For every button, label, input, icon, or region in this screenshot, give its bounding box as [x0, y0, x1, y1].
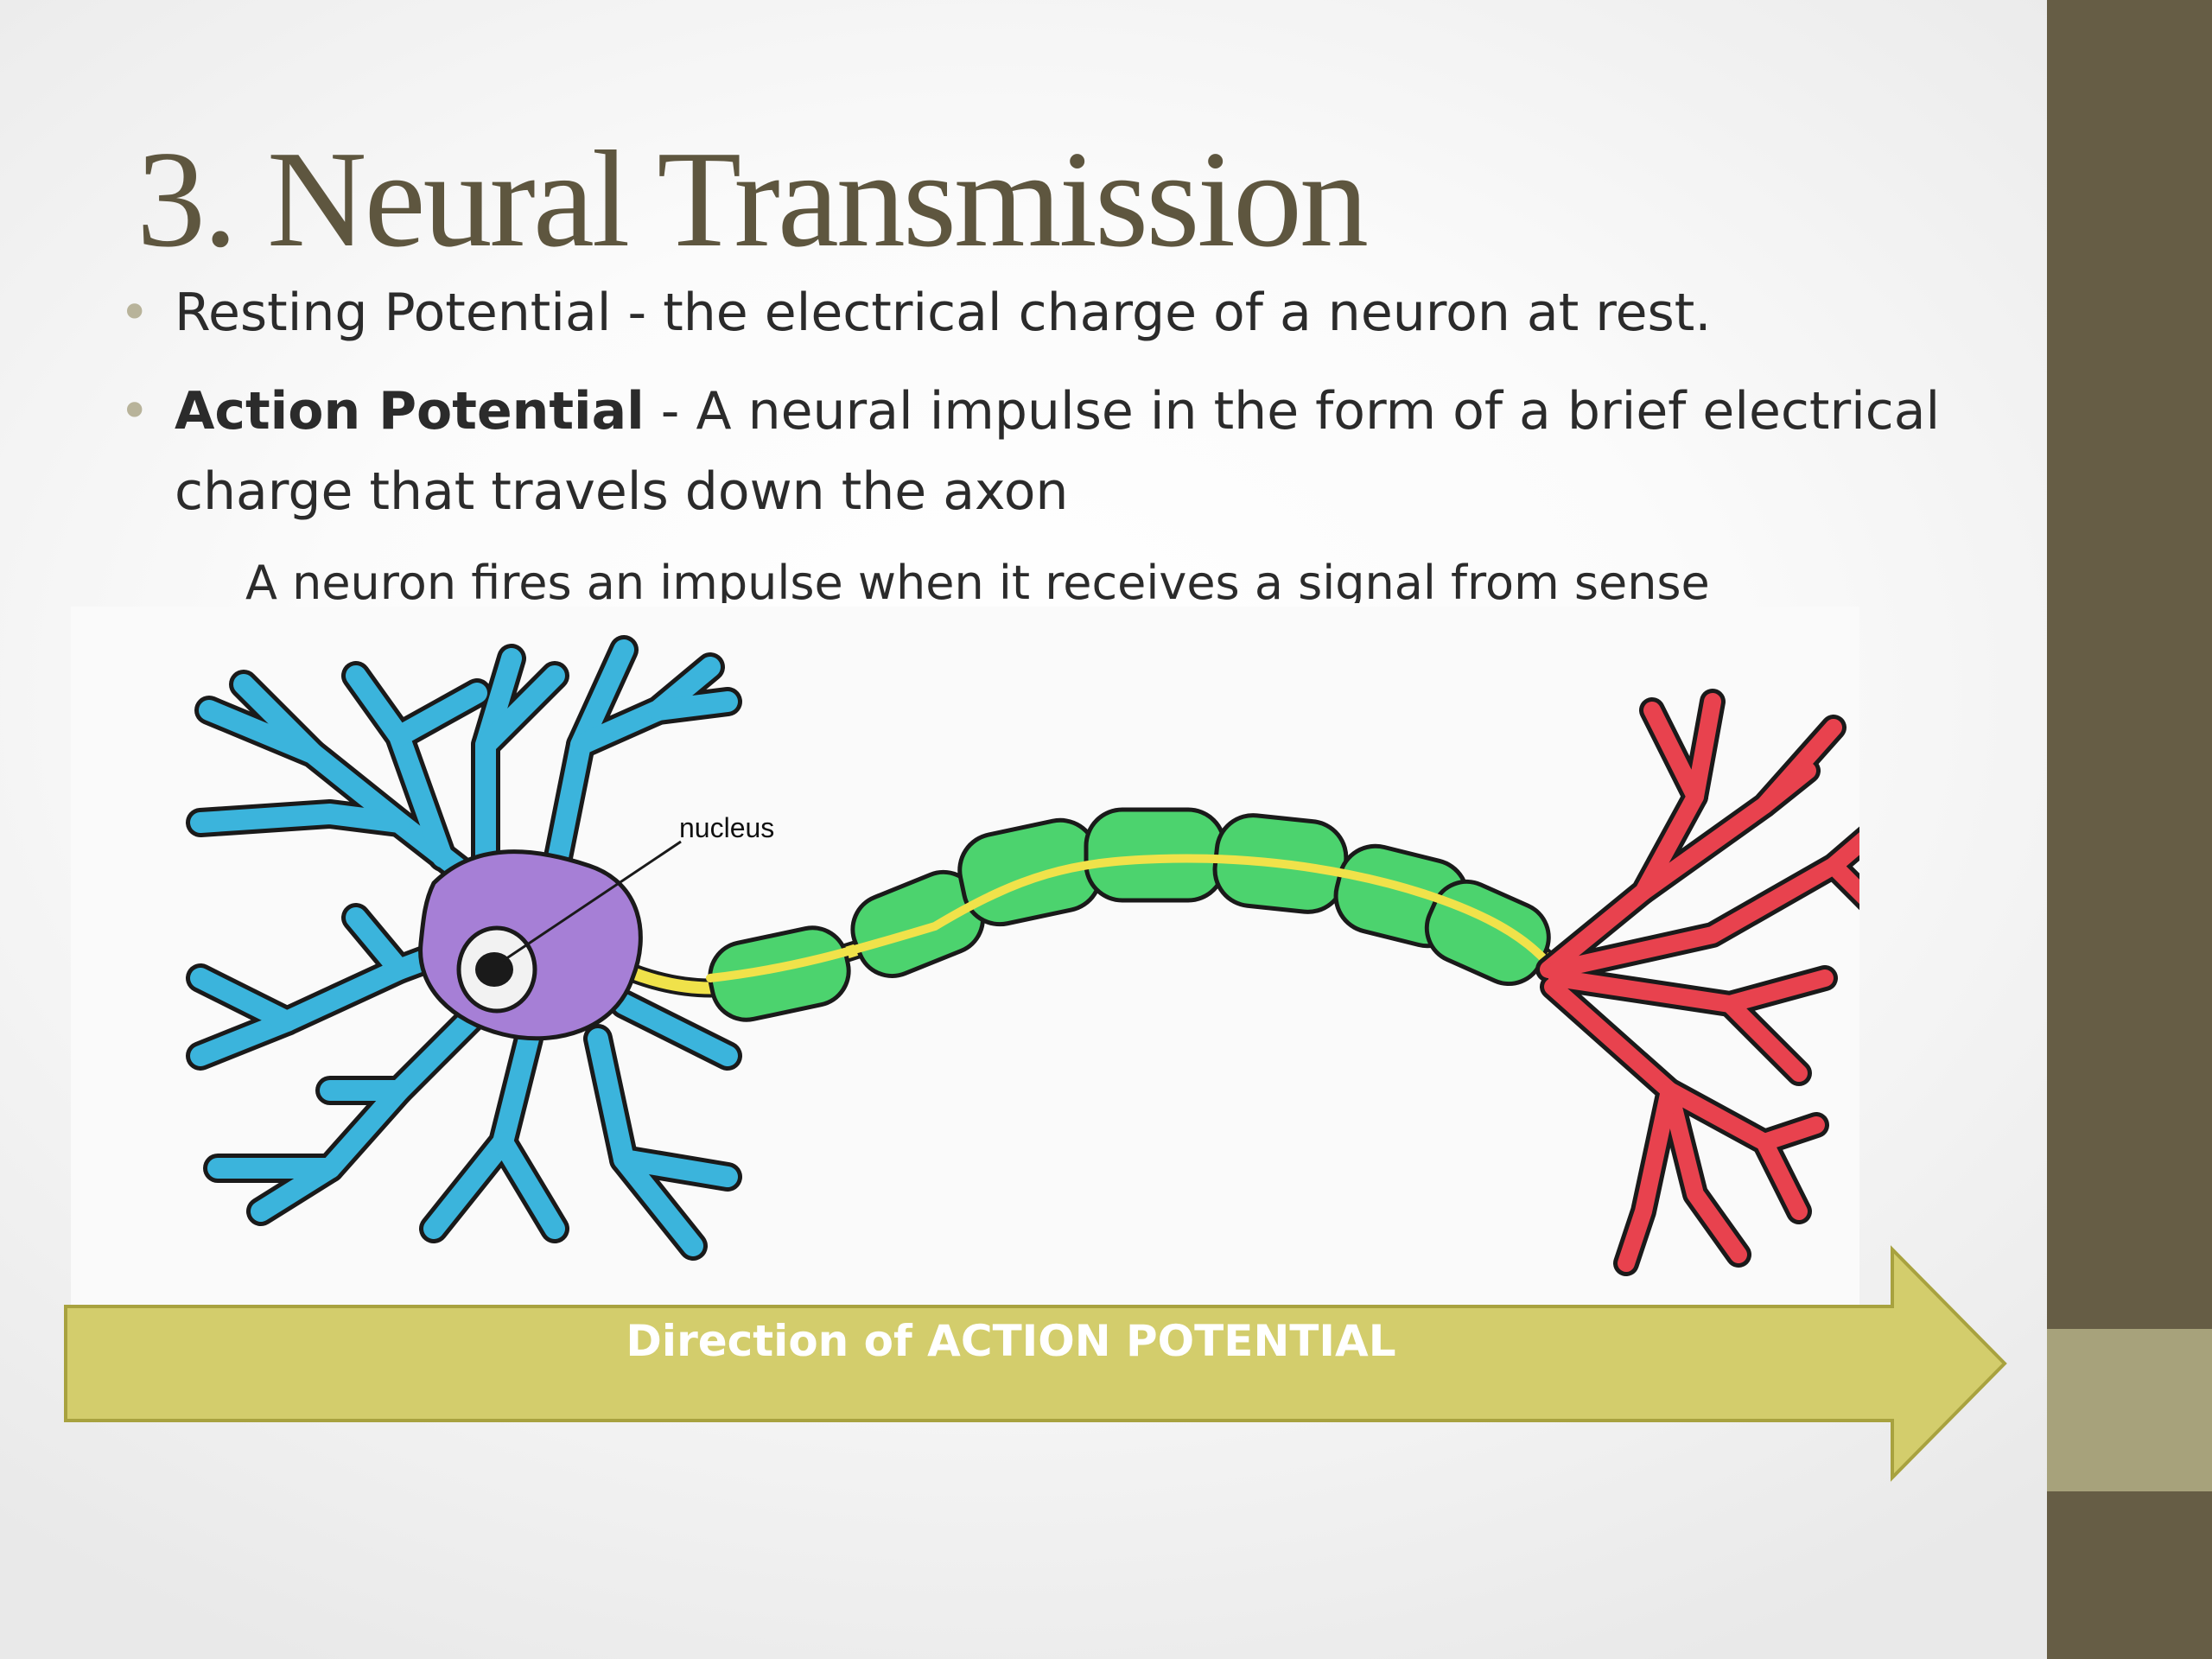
- neuron-diagram: [186, 635, 1859, 1276]
- bullet-dot-icon: •: [119, 283, 150, 343]
- dendrites: [186, 635, 742, 1261]
- bullet-dot-icon: •: [119, 381, 150, 442]
- myelin-sheath: [708, 807, 1551, 1022]
- bullet-text: - A neural impulse in the form of a brie…: [175, 381, 1941, 522]
- bullet-resting-potential: • Resting Potential - the electrical cha…: [119, 273, 2032, 353]
- bullet-action-potential: • Action Potential - A neural impulse in…: [119, 372, 2024, 532]
- direction-arrow: [64, 1245, 2007, 1482]
- bullet-term: Action Potential: [175, 381, 645, 442]
- nucleus-label: nucleus: [679, 812, 775, 843]
- side-bar-accent: [2047, 1329, 2212, 1491]
- direction-arrow-label: Direction of ACTION POTENTIAL: [626, 1316, 1396, 1366]
- cell-body: [418, 849, 643, 1041]
- slide-title: 3. Neural Transmission: [137, 122, 1369, 276]
- sub-bullet-text: A neuron fires an impulse when it receiv…: [245, 556, 1710, 603]
- nucleus-pointer-line: [502, 840, 682, 963]
- bullet-text: Resting Potential - the electrical charg…: [175, 283, 1712, 343]
- sub-bullet: • A neuron fires an impulse when it rece…: [245, 544, 1974, 603]
- axon-terminals: [1535, 689, 1859, 1276]
